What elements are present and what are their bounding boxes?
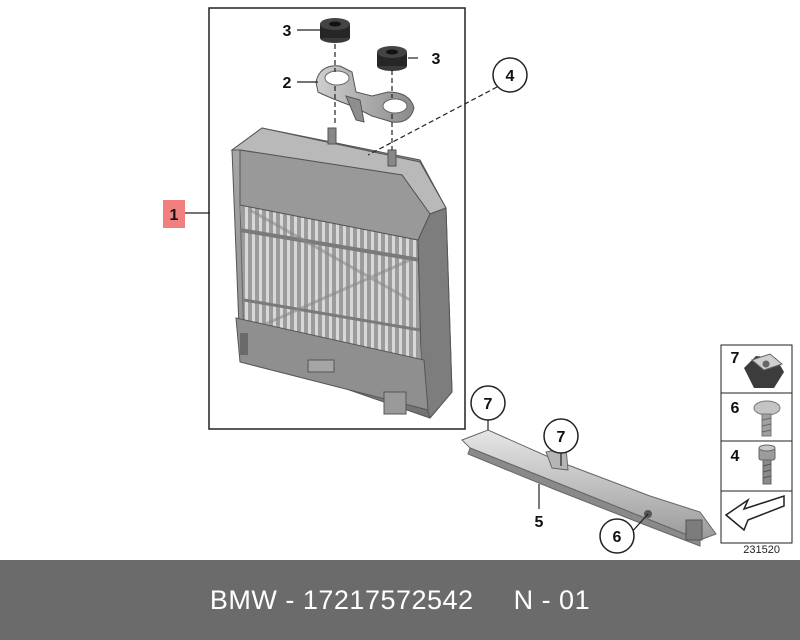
- rubber-mount-part: [320, 18, 350, 43]
- legend-num: 4: [731, 448, 740, 465]
- callout-circle-6: [599, 518, 635, 554]
- rubber-mount-part: [377, 46, 407, 71]
- footer-bar: BMW - 17217572542 N - 01: [0, 560, 800, 640]
- assembly-guide-lines: [334, 44, 498, 156]
- callout-circle-4: [492, 57, 528, 93]
- bolt-icon: [758, 444, 776, 485]
- callout-3: 3: [283, 23, 292, 40]
- parts-diagram: 1 2 3 3 4 5 6 7 7 7 6 4: [163, 7, 793, 556]
- callout-circle-7: [470, 385, 506, 421]
- callout-4: 4: [506, 68, 515, 85]
- callout-5: 5: [535, 514, 544, 531]
- callout-1: 1: [170, 207, 179, 224]
- callout-7: 7: [484, 396, 493, 413]
- callout-circle-7: [543, 418, 579, 454]
- fastener-legend: 7 6 4: [720, 344, 793, 544]
- torx-screw-icon: [753, 400, 781, 437]
- assembly-frame: [208, 7, 466, 430]
- legend-num: 7: [731, 350, 740, 367]
- reference-number: 231520: [743, 544, 780, 556]
- callout-7: 7: [557, 429, 566, 446]
- part-number-caption: BMW - 17217572542 N - 01: [209, 584, 591, 615]
- rail-part: [461, 429, 717, 547]
- callout-3: 3: [432, 51, 441, 68]
- clip-nut-icon: [744, 353, 784, 388]
- bracket-part: [315, 65, 415, 123]
- callout-2: 2: [283, 75, 292, 92]
- legend-num: 6: [731, 400, 740, 417]
- highlight-box: [163, 200, 185, 228]
- direction-arrow-icon: [724, 494, 785, 532]
- radiator-part: [230, 127, 453, 420]
- callout-6: 6: [613, 529, 622, 546]
